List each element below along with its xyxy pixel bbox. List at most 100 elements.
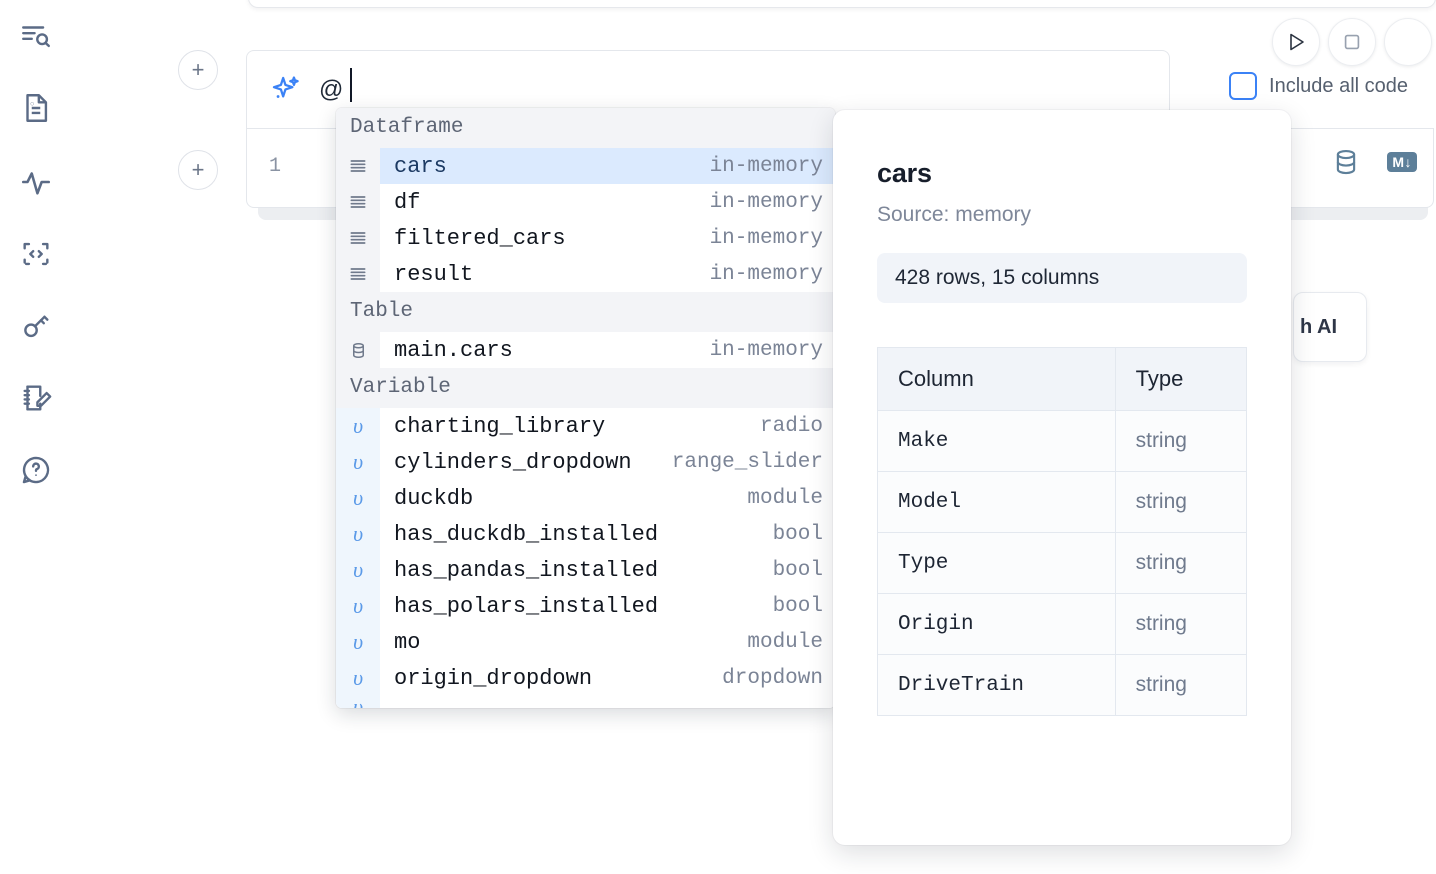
autocomplete-item-body: charting_library radio <box>380 408 835 444</box>
code-snippet-icon[interactable] <box>14 232 58 276</box>
autocomplete-item[interactable]: cars in-memory <box>336 148 835 184</box>
autocomplete-item-type: bool <box>772 522 823 546</box>
variable-icon: υ <box>336 660 380 696</box>
add-cell-above-button[interactable]: + <box>178 50 218 90</box>
include-all-code-checkbox[interactable] <box>1229 72 1258 100</box>
schema-column-type: string <box>1114 532 1248 594</box>
markdown-badge[interactable]: M↓ <box>1387 152 1417 172</box>
autocomplete-item-body: origin_dropdown dropdown <box>380 660 835 696</box>
autocomplete-section-header: Dataframe <box>336 108 835 148</box>
variable-icon: υ <box>336 552 380 588</box>
database-icon <box>336 332 380 368</box>
run-controls <box>1272 18 1432 66</box>
database-icon[interactable] <box>1331 147 1361 177</box>
run-button[interactable] <box>1272 18 1320 66</box>
autocomplete-item-body: duckdb module <box>380 480 835 516</box>
cell-toolbar: M↓ <box>1331 147 1417 177</box>
autocomplete-item-name: df <box>394 189 421 215</box>
autocomplete-item-type: in-memory <box>709 154 823 178</box>
text-caret <box>350 68 352 102</box>
autocomplete-item-partial[interactable]: υ <box>336 696 835 708</box>
autocomplete-item-name: has_duckdb_installed <box>394 521 659 547</box>
autocomplete-item-type: in-memory <box>709 226 823 250</box>
autocomplete-item[interactable]: υ charting_library radio <box>336 408 835 444</box>
autocomplete-item[interactable]: filtered_cars in-memory <box>336 220 835 256</box>
file-document-icon[interactable] <box>14 86 58 130</box>
autocomplete-item[interactable]: υ has_polars_installed bool <box>336 588 835 624</box>
explore-search-icon[interactable] <box>14 14 58 58</box>
autocomplete-item-name: charting_library <box>394 413 606 439</box>
key-secrets-icon[interactable] <box>14 304 58 348</box>
generate-with-ai-button[interactable]: h AI <box>1293 292 1367 362</box>
autocomplete-section-header: Table <box>336 292 835 332</box>
autocomplete-item-type: radio <box>759 414 823 438</box>
ai-sparkle-icon <box>269 73 303 107</box>
schema-column-name: DriveTrain <box>877 654 1116 716</box>
autocomplete-item-body <box>380 696 835 708</box>
autocomplete-item-body: has_polars_installed bool <box>380 588 835 624</box>
info-source: Source: memory <box>877 203 1032 226</box>
autocomplete-item-type: module <box>747 486 823 510</box>
autocomplete-item-body: has_duckdb_installed bool <box>380 516 835 552</box>
autocomplete-item-body: filtered_cars in-memory <box>380 220 835 256</box>
dataframe-icon <box>336 184 380 220</box>
autocomplete-item[interactable]: df in-memory <box>336 184 835 220</box>
ai-prompt-input[interactable] <box>319 69 1169 110</box>
info-title: cars <box>877 158 932 188</box>
variable-icon: υ <box>336 696 380 708</box>
variable-icon: υ <box>336 624 380 660</box>
variable-icon: υ <box>336 444 380 480</box>
variable-icon: υ <box>336 408 380 444</box>
autocomplete-item-name: cars <box>394 153 447 179</box>
dataframe-info-panel: cars Source: memory 428 rows, 15 columns… <box>833 110 1291 845</box>
variable-icon: υ <box>336 516 380 552</box>
autocomplete-item[interactable]: υ has_duckdb_installed bool <box>336 516 835 552</box>
include-all-code-label: Include all code <box>1269 74 1408 97</box>
autocomplete-item-name: origin_dropdown <box>394 665 593 691</box>
autocomplete-item-type: module <box>747 630 823 654</box>
autocomplete-item-name: duckdb <box>394 485 474 511</box>
schema-column-name: Origin <box>877 593 1116 655</box>
more-button[interactable] <box>1384 18 1432 66</box>
autocomplete-item-type: bool <box>772 594 823 618</box>
autocomplete-item-name: cylinders_dropdown <box>394 449 632 475</box>
type-header: Type <box>1114 347 1248 411</box>
schema-column-name: Model <box>877 471 1116 533</box>
schema-column-type: string <box>1114 593 1248 655</box>
autocomplete-section-header: Variable <box>336 368 835 408</box>
autocomplete-item[interactable]: υ origin_dropdown dropdown <box>336 660 835 696</box>
dataframe-icon <box>336 256 380 292</box>
autocomplete-item-name: filtered_cars <box>394 225 566 251</box>
info-shape-chip: 428 rows, 15 columns <box>877 253 1247 303</box>
autocomplete-item-type: in-memory <box>709 190 823 214</box>
notebook-edit-icon[interactable] <box>14 376 58 420</box>
include-all-code-toggle[interactable]: Include all code <box>1229 72 1408 100</box>
left-icon-rail <box>0 0 72 874</box>
activity-pulse-icon[interactable] <box>14 160 58 204</box>
schema-column-type: string <box>1114 471 1248 533</box>
variable-icon: υ <box>336 588 380 624</box>
autocomplete-item-name: has_polars_installed <box>394 593 659 619</box>
help-chat-icon[interactable] <box>14 448 58 492</box>
autocomplete-item-type: dropdown <box>722 666 823 690</box>
autocomplete-item-type: in-memory <box>709 262 823 286</box>
stop-button[interactable] <box>1328 18 1376 66</box>
add-cell-below-button[interactable]: + <box>178 150 218 190</box>
